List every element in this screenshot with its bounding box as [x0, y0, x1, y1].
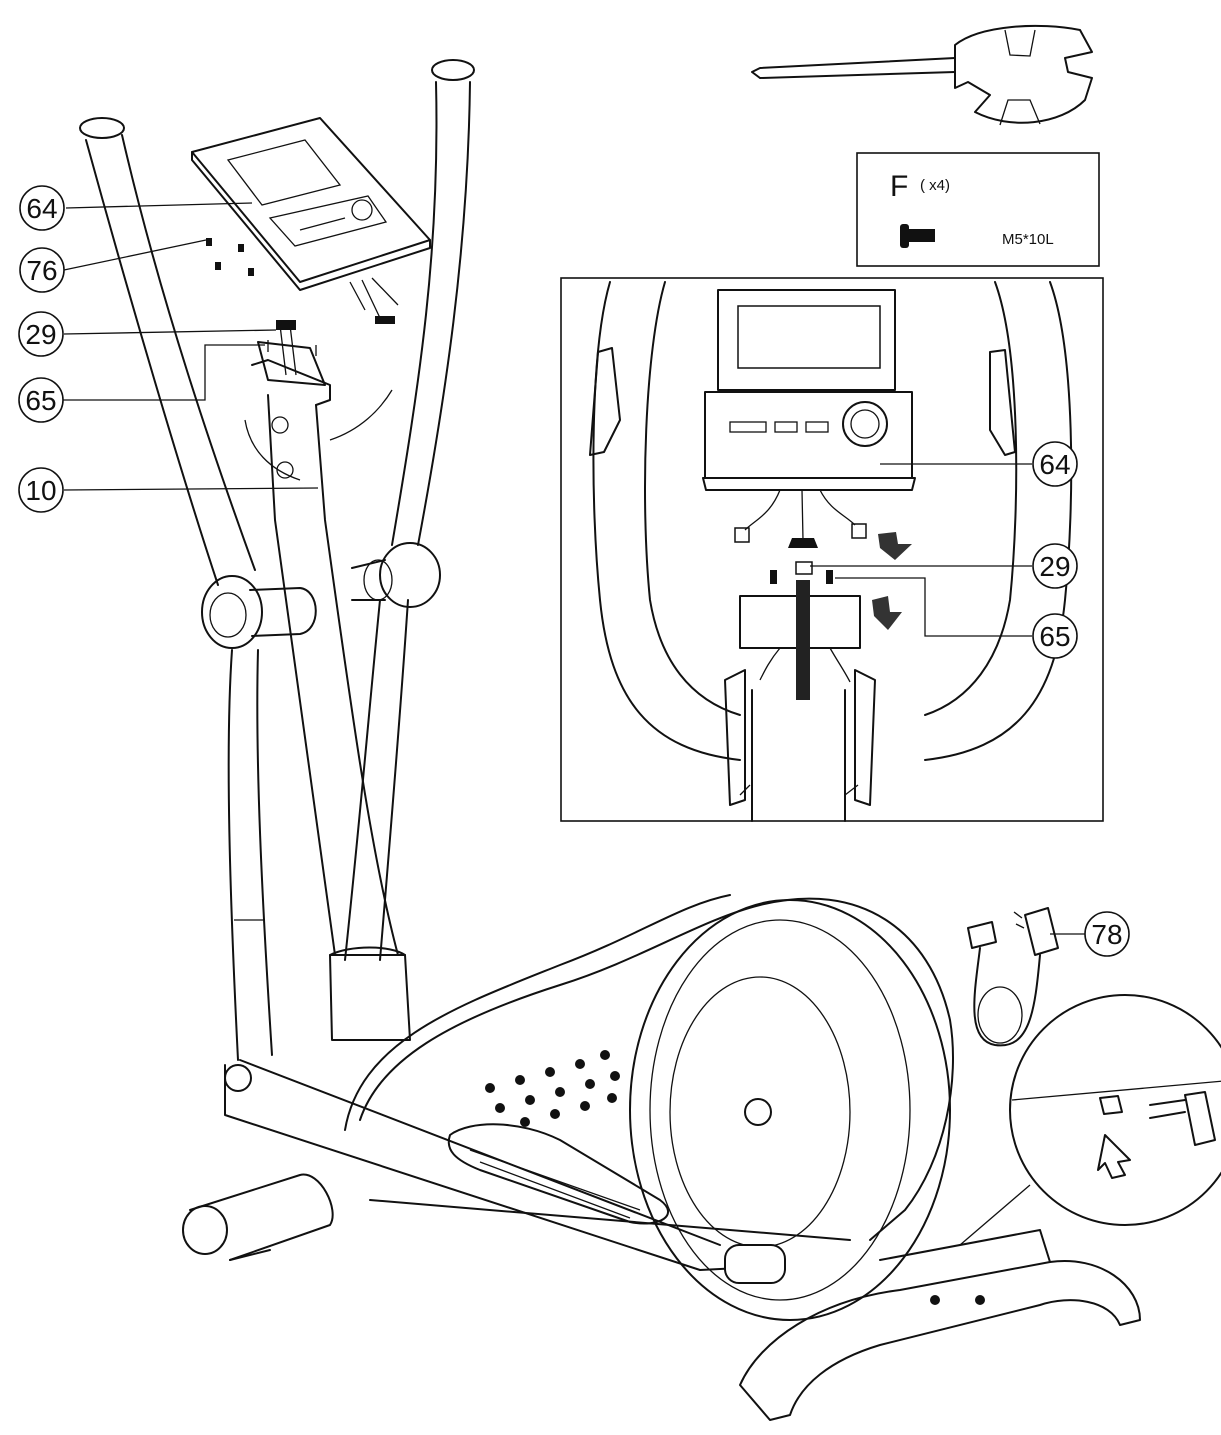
- svg-text:78: 78: [1091, 919, 1122, 950]
- pivot-hubs: [201, 542, 441, 649]
- console-mast: [244, 320, 411, 1041]
- svg-text:76: 76: [26, 255, 57, 286]
- svg-text:65: 65: [1039, 621, 1070, 652]
- svg-text:10: 10: [25, 475, 56, 506]
- housing-vents: [485, 1050, 620, 1127]
- callout-10: 10: [18, 467, 64, 513]
- base-frame: [182, 894, 1141, 1421]
- power-adapter-icon: [967, 907, 1059, 1047]
- leader-lines: [63, 202, 1095, 935]
- hardware-box: F ( x4) M5*10L: [856, 152, 1100, 267]
- callout-78: 78: [1084, 911, 1130, 957]
- callout-65-detail: 65: [1032, 613, 1078, 659]
- hardware-quantity: ( x4): [920, 177, 950, 194]
- detail-circle-adapter: [959, 994, 1221, 1246]
- callout-65: 65: [18, 377, 64, 423]
- svg-text:29: 29: [1039, 551, 1070, 582]
- callout-29: 29: [18, 311, 64, 357]
- wrench-tool-icon: [751, 24, 1093, 126]
- svg-text:64: 64: [1039, 449, 1070, 480]
- detail-box-console: [560, 277, 1104, 822]
- callout-29-detail: 29: [1032, 543, 1078, 589]
- hardware-spec: M5*10L: [1002, 231, 1054, 248]
- svg-text:29: 29: [25, 319, 56, 350]
- console-unit: [191, 117, 431, 324]
- callout-64-detail: 64: [1032, 441, 1078, 487]
- callout-64: 64: [19, 185, 65, 231]
- hardware-letter: F: [890, 170, 908, 203]
- handlebar-arms: [79, 59, 475, 1061]
- callout-76: 76: [19, 247, 65, 293]
- svg-text:64: 64: [26, 193, 57, 224]
- svg-text:65: 65: [25, 385, 56, 416]
- screws-76: [206, 238, 254, 276]
- screw-icon: [900, 224, 935, 248]
